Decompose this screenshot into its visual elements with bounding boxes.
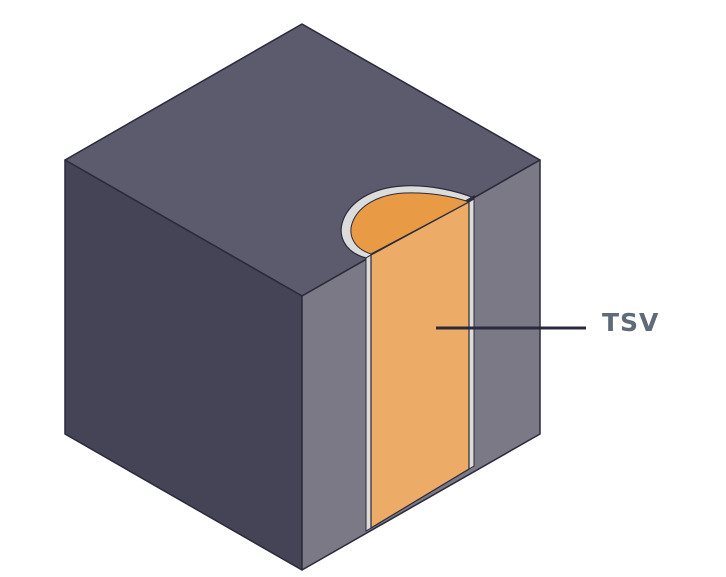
via-top-surface	[350, 192, 471, 255]
tsv-label: TSV	[602, 308, 660, 337]
via-liner-right	[468, 198, 475, 470]
via-liner-left	[365, 254, 372, 532]
tsv-via-body	[370, 200, 470, 530]
